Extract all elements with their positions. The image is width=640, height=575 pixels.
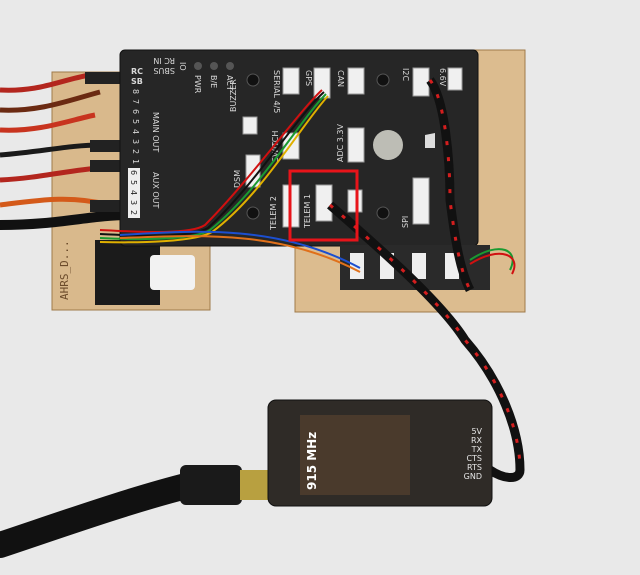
mounting-hole	[246, 73, 260, 87]
pin-number: 1	[131, 159, 140, 164]
can2-port	[347, 189, 363, 213]
pin-number: 6	[129, 170, 138, 175]
sma-connector	[240, 470, 270, 500]
v66-label: 6.6V	[438, 68, 447, 87]
pin-number: 8	[131, 89, 140, 94]
breakout-connector	[412, 253, 426, 279]
gps-wire-bundle	[99, 89, 516, 275]
i2c-cable	[426, 77, 475, 293]
arrow-marker	[425, 133, 435, 148]
rc-label: RC	[131, 67, 143, 76]
spi-port	[412, 177, 430, 225]
gps-label: GPS	[304, 70, 313, 86]
pwr-label: PWR	[193, 75, 202, 94]
telem2-label: TELEM 2	[269, 196, 278, 231]
serial45-port	[282, 67, 300, 95]
telem1-port	[315, 184, 333, 222]
radio-frequency-label: 915 MHz	[305, 432, 319, 490]
main-out-numbers: 8 7 6 5 4 3 2 1	[131, 89, 140, 164]
pin-label: GND	[464, 472, 482, 481]
aux-number-highlight	[128, 168, 140, 218]
servo-connector	[90, 200, 120, 212]
i2c-label: I2C	[401, 68, 410, 81]
pin-number: 4	[129, 190, 138, 195]
pin-label: RX	[471, 436, 483, 445]
led-be	[210, 62, 218, 70]
power-connector	[95, 240, 160, 305]
sb-label: SB	[131, 77, 143, 86]
mounting-hole	[246, 206, 260, 220]
servo-connector	[85, 72, 120, 84]
pin-label: 5V	[471, 427, 482, 436]
can-label: CAN	[336, 70, 345, 87]
aux-out-numbers: 6 5 4 3 2	[129, 170, 138, 215]
pin-number: 2	[131, 149, 140, 154]
v66-port	[447, 67, 463, 91]
pin-label: CTS	[466, 454, 482, 463]
aux-out-label: AUX OUT	[151, 172, 160, 209]
pin-number: 3	[131, 139, 140, 144]
mounting-hole	[376, 206, 390, 220]
pin-number: 6	[131, 109, 140, 114]
antenna-base	[180, 465, 242, 505]
sbus-label: SBUS	[154, 66, 176, 75]
io-label: IO	[178, 62, 187, 71]
led-act	[226, 62, 234, 70]
white-connector	[150, 255, 195, 290]
be-label: B/E	[209, 75, 218, 88]
pin-number: 5	[129, 180, 138, 185]
servo-connector	[90, 160, 120, 172]
led-pwr	[194, 62, 202, 70]
pin-number: 4	[131, 129, 140, 134]
i2c-port	[412, 67, 430, 97]
pin-number: 3	[129, 200, 138, 205]
servo-connector	[90, 140, 120, 152]
dsm-label: DSM	[233, 170, 242, 188]
telem1-label: TELEM 1	[303, 194, 312, 229]
mounting-hole	[376, 73, 390, 87]
act-label: ACT	[225, 75, 234, 91]
radio-window	[300, 415, 410, 495]
buzzer-label: BUZZER	[229, 79, 238, 112]
pin-label: TX	[471, 445, 483, 454]
spi-label: SPI	[401, 216, 410, 228]
pin-number: 2	[129, 210, 138, 215]
main-out-label: MAIN OUT	[151, 112, 160, 152]
adc-port	[347, 127, 365, 163]
antenna	[0, 472, 203, 558]
buzzer-port	[242, 116, 258, 135]
switch-label: SWITCH	[271, 131, 280, 162]
pin-number: 5	[131, 119, 140, 124]
pin-number: 7	[131, 99, 140, 104]
radio-pin-labels: 5V RX TX CTS RTS GND	[464, 427, 483, 481]
status-light	[373, 130, 403, 160]
pin-label: RTS	[467, 463, 482, 472]
board-engraving: AHRS_D...	[58, 240, 71, 300]
telem1-highlight-box	[288, 169, 359, 242]
can-port	[347, 67, 365, 95]
rc-in-label: RC IN	[153, 56, 175, 65]
adc-label: ADC 3.3V	[336, 124, 345, 162]
serial45-label: SERIAL 4/5	[272, 70, 281, 113]
